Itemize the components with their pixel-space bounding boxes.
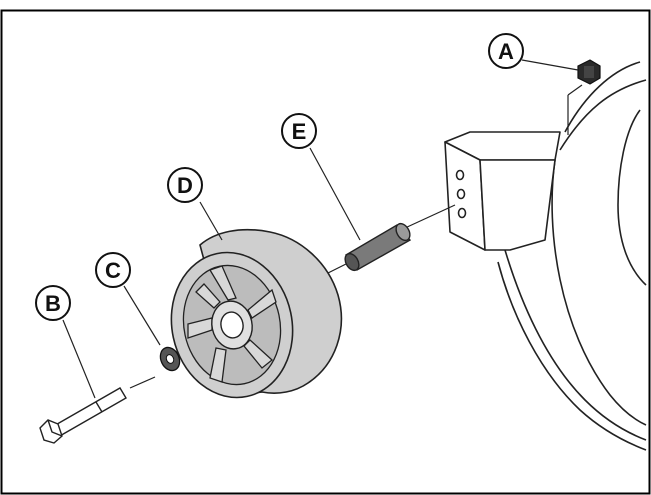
- callout-a-label: A: [498, 39, 514, 64]
- callout-e: E: [281, 113, 317, 149]
- wheel-d: [170, 228, 343, 399]
- mounting-bracket: [444, 131, 561, 251]
- callout-d-label: D: [177, 173, 193, 198]
- leader-lines: [62, 59, 579, 399]
- nut-a: [567, 59, 601, 135]
- callout-c: C: [95, 252, 131, 288]
- callout-e-label: E: [292, 119, 307, 144]
- washer-c: [159, 346, 181, 372]
- top-margin: [0, 0, 651, 9]
- spacer-e: [344, 222, 412, 272]
- bolt-b: [39, 387, 127, 444]
- callout-b: B: [35, 285, 71, 321]
- callout-b-label: B: [45, 291, 61, 316]
- frame-border: [0, 9, 651, 495]
- callout-d: D: [167, 167, 203, 203]
- callout-c-label: C: [105, 258, 121, 283]
- callout-a: A: [488, 33, 524, 69]
- mower-deck: [497, 61, 647, 451]
